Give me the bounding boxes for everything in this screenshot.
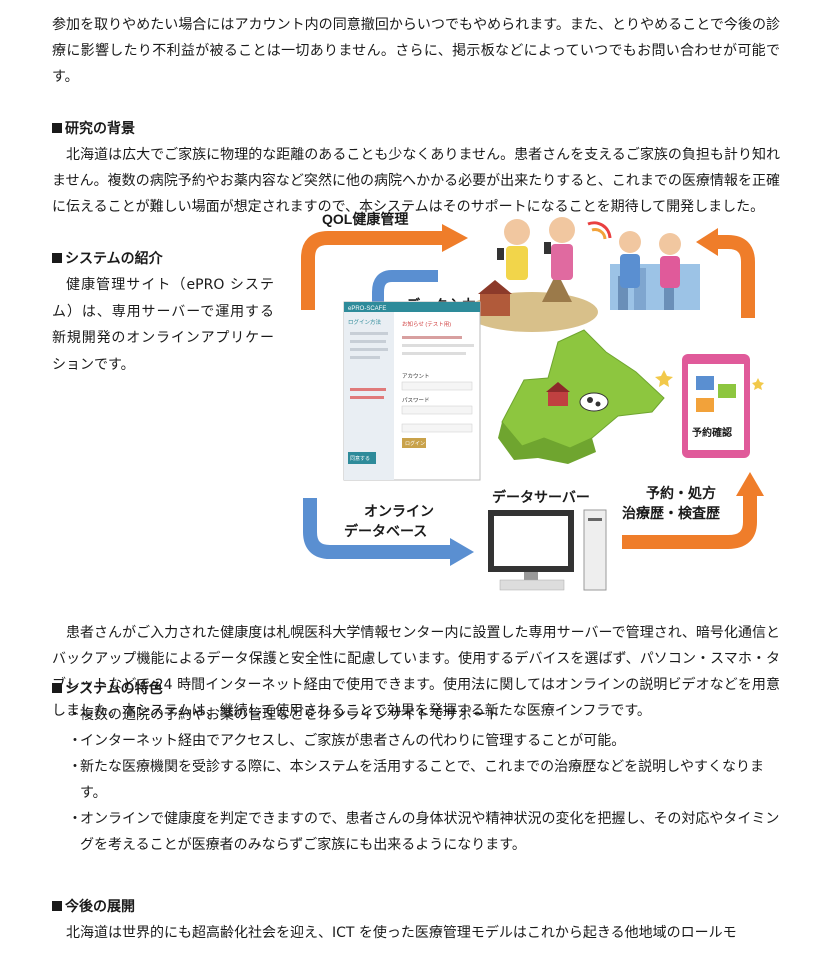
- system-diagram-svg: QOL健康管理 データ入力: [301, 211, 764, 591]
- rx-label-1: 予約・処方: [646, 485, 716, 501]
- qol-arrowhead-icon: [442, 224, 468, 252]
- list-item: ・インターネット経由でアクセスし、ご家族が患者さんの代わりに管理することが可能。: [68, 733, 626, 749]
- qol-label: QOL健康管理: [322, 211, 408, 227]
- online-db-arrowhead-icon: [450, 538, 474, 566]
- family-illustration: [587, 221, 700, 310]
- screen-login-button: ログイン: [405, 440, 425, 447]
- square-bullet-icon: [52, 683, 62, 693]
- rx-label-2: 治療歴・検査歴: [622, 505, 720, 521]
- elderly-couple-illustration: [466, 217, 598, 332]
- tablet-label: 予約確認: [692, 426, 732, 439]
- epro-screen-mockup: ePRO-SCAFE ログイン方法 同意する お知らせ (テスト用) アカウン: [343, 301, 481, 481]
- list-item: ・新たな医療機関を受診する際に、本システムを活用することで、これまでの治療歴など…: [68, 759, 765, 801]
- system-intro-paragraph-1: 健康管理サイト（ePRO システム）は、専用サーバーで運用する新規開発のオンライ…: [52, 277, 274, 373]
- section-heading-system-intro: システムの紹介: [52, 246, 274, 272]
- future-section: 今後の展開 北海道は世界的にも超高齢化社会を迎え、ICT を使った医療管理モデル…: [52, 899, 780, 946]
- hokkaido-map-illustration: [498, 329, 665, 464]
- screen-account-label: アカウント: [402, 372, 430, 380]
- screen-register-button: 同意する: [350, 455, 370, 462]
- square-bullet-icon: [52, 123, 62, 133]
- list-item: ・オンラインで健康度を判定できますので、患者さんの身体状況や精神状況の変化を把握…: [68, 811, 780, 853]
- screen-password-label: パスワード: [402, 397, 430, 404]
- online-db-label-1: オンライン: [364, 503, 434, 519]
- system-intro-paragraph-2: 患者さんがご入力された健康度は札幌医科大学情報センター内に設置した専用サーバーで…: [52, 625, 780, 719]
- qol-arrow: [301, 231, 442, 310]
- features-list: ・複数の通院の予約やお薬の管理などをオンラインサイトでサポート ・インターネット…: [52, 702, 780, 858]
- screen-brand: ePRO-SCAFE: [348, 306, 386, 312]
- intro-paragraph: 参加を取りやめたい場合にはアカウント内の同意撤回からいつでもやめられます。また、…: [52, 17, 780, 85]
- document-page: 参加を取りやめたい場合にはアカウント内の同意撤回からいつでもやめられます。また、…: [52, 12, 780, 858]
- rx-arrow: [622, 494, 757, 549]
- online-db-label-2: データベース: [344, 523, 427, 539]
- list-item: ・複数の通院の予約やお薬の管理などをオンラインサイトでサポート: [68, 707, 500, 723]
- section-heading-future: 今後の展開: [52, 894, 135, 920]
- background-paragraph: 北海道は広大でご家族に物理的な距離のあることも少なくありません。患者さんを支える…: [52, 147, 780, 215]
- online-db-arrow: [303, 498, 452, 559]
- section-heading-background: 研究の背景: [52, 116, 780, 142]
- system-intro-section: システムの紹介 健康管理サイト（ePRO システム）は、専用サーバーで運用する新…: [52, 211, 780, 719]
- tablet-illustration: 予約確認: [655, 354, 764, 458]
- return-arrowhead-icon: [696, 228, 718, 256]
- screen-notice-title: お知らせ (テスト用): [402, 320, 451, 328]
- square-bullet-icon: [52, 253, 62, 263]
- data-server-illustration: [488, 509, 607, 591]
- square-bullet-icon: [52, 901, 62, 911]
- return-arrow: [716, 235, 755, 318]
- screen-login-title: ログイン方法: [348, 318, 382, 326]
- data-input-arrow: [372, 270, 438, 320]
- section-heading-features: システムの特色: [52, 676, 780, 702]
- rx-arrowhead-icon: [736, 472, 764, 496]
- future-paragraph: 北海道は世界的にも超高齢化社会を迎え、ICT を使った医療管理モデルはこれから起…: [66, 925, 737, 941]
- server-label: データサーバー: [492, 489, 590, 505]
- system-diagram: QOL健康管理 データ入力: [292, 202, 778, 640]
